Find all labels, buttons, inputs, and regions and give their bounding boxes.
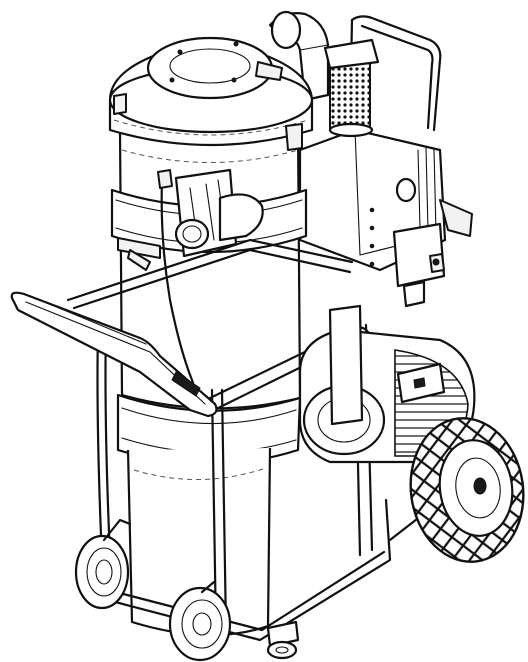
blower-unit [298,222,476,464]
inlet-assembly [174,168,264,258]
lid-dome [146,36,274,100]
mesh-filter [323,38,380,138]
container-lid [108,36,314,151]
lid-handle [255,61,283,81]
rear-wheel [409,417,525,563]
housing-port [395,177,417,203]
front-swivel-caster [266,620,300,660]
push-handle[interactable] [10,291,218,418]
front-caster-right [168,580,232,662]
filter-cap [323,38,380,70]
exhaust-elbow [268,10,330,102]
inlet-port [174,218,210,250]
lower-drum [116,393,302,637]
front-caster-left [74,518,132,610]
